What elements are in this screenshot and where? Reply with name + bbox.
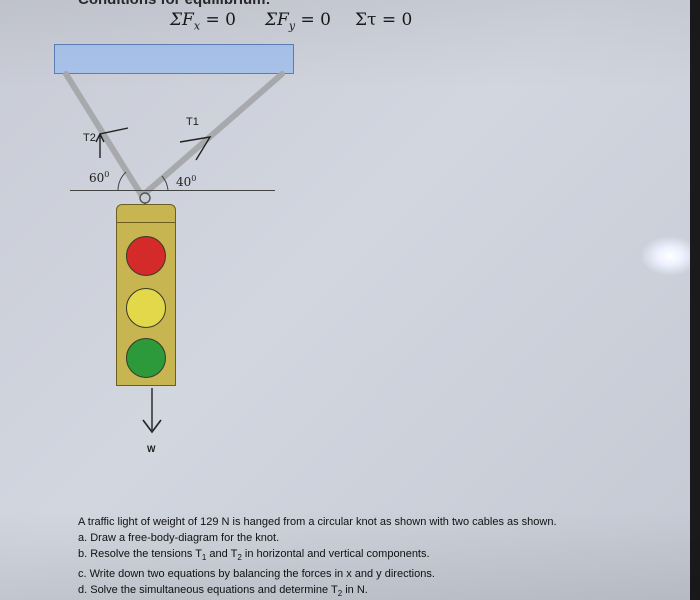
- t2-label: T2: [83, 132, 96, 144]
- angle-left-degree: 0: [104, 170, 110, 179]
- t1-label: T1: [186, 116, 199, 128]
- weight-label: W: [147, 444, 156, 454]
- eq2-subscript: y: [288, 19, 296, 33]
- question-d-post: in N.: [342, 584, 368, 597]
- equation-sum-fx: ΣFx = 0: [170, 10, 236, 32]
- traffic-light-cap: [116, 204, 176, 222]
- question-b-pre: b. Resolve the tensions T: [78, 548, 202, 560]
- equation-sum-fy: ΣFy = 0: [265, 10, 331, 32]
- eq1-symbol: ΣF: [170, 10, 194, 30]
- green-lamp: [126, 338, 166, 378]
- eq1-subscript: x: [193, 19, 201, 33]
- reference-line: [70, 190, 275, 191]
- question-b-sub1: 1: [201, 553, 207, 563]
- angle-right-label: 400: [176, 174, 196, 189]
- heading-fragment: Conditions for equilibrium:: [78, 0, 270, 8]
- weight-arrow-head: [142, 419, 162, 434]
- question-b-sub2: 2: [237, 553, 242, 563]
- eq2-symbol: ΣF: [265, 10, 289, 30]
- angle-right-degree: 0: [191, 174, 197, 183]
- t2-arrow-head: [95, 133, 105, 143]
- question-b-post: in horizontal and vertical components.: [241, 548, 430, 560]
- t1-arrow: [179, 136, 212, 161]
- angle-left-value: 60: [89, 171, 105, 185]
- problem-text: A traffic light of weight of 129 N is ha…: [78, 514, 698, 600]
- angle-arc-right: [161, 175, 169, 191]
- question-d-sub: 2: [337, 589, 343, 599]
- question-a: a. Draw a free-body-diagram for the knot…: [78, 532, 280, 544]
- angle-left-label: 600: [89, 170, 109, 185]
- cable-t1: [139, 71, 285, 199]
- question-b-mid: and T: [206, 548, 238, 560]
- angle-right-value: 40: [176, 175, 192, 189]
- eq1-rhs: = 0: [200, 10, 236, 30]
- angle-arc-left: [117, 171, 127, 191]
- problem-statement: A traffic light of weight of 129 N is ha…: [78, 516, 557, 528]
- yellow-lamp: [126, 288, 166, 328]
- red-lamp: [126, 236, 166, 276]
- cable-t2: [63, 71, 145, 199]
- ceiling-beam: [54, 44, 294, 74]
- eq2-rhs: = 0: [295, 10, 331, 30]
- screen-bezel: [690, 0, 700, 600]
- question-d-pre: d. Solve the simultaneous equations and …: [78, 584, 338, 597]
- knot-circle: [139, 192, 151, 204]
- question-d: d. Solve the simultaneous equations and …: [78, 582, 698, 600]
- equation-sum-torque: Στ = 0: [355, 10, 413, 30]
- question-b: b. Resolve the tensions T1 and T2 in hor…: [78, 546, 698, 566]
- question-c: c. Write down two equations by balancing…: [78, 568, 435, 581]
